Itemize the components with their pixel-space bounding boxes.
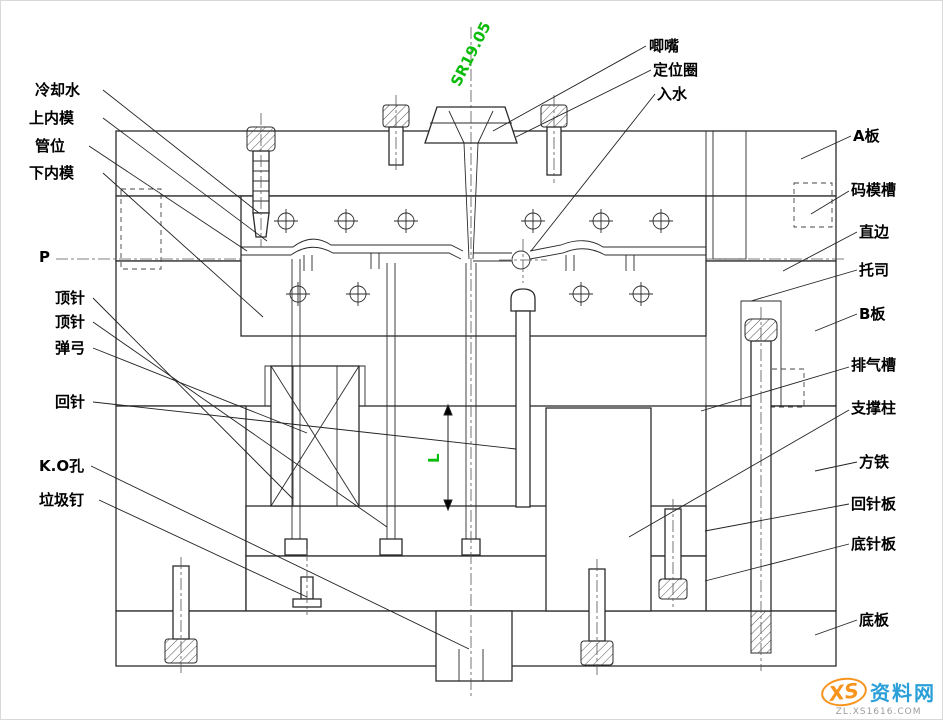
label-locating-ring: 定位圈 [653, 61, 699, 79]
watermark-logo: XS [819, 674, 869, 709]
label-ejector-pin-2: 顶针 [55, 313, 86, 331]
label-a-plate: A板 [853, 127, 880, 145]
return-pin-part [510, 288, 536, 508]
label-upper-insert: 上内模 [29, 109, 75, 127]
cooling-channels [274, 209, 673, 306]
label-stop-pin: 垃圾钉 [39, 491, 85, 509]
watermark-url: ZL.XS1616.COM [835, 707, 922, 717]
label-spring: 弹弓 [55, 339, 86, 357]
label-sprue-bushing: 唧嘴 [649, 37, 680, 55]
annotation-dimension-l: L [425, 453, 443, 463]
label-ejector-pin-1: 顶针 [55, 289, 86, 307]
label-straight-edge: 直边 [859, 223, 890, 241]
label-b-plate: B板 [859, 305, 886, 323]
label-tube-position: 管位 [35, 137, 66, 155]
label-spacer-block: 方铁 [859, 453, 890, 471]
label-support-pillar: 支撑柱 [851, 399, 897, 417]
label-clamp-slot: 码模槽 [851, 181, 897, 199]
label-ko-hole: K.O孔 [39, 457, 85, 475]
label-return-pin-plate: 回针板 [851, 495, 897, 513]
leader-lines [88, 45, 858, 650]
centerlines [56, 27, 844, 696]
watermark-site-name: 资料网 [870, 681, 936, 705]
mold-inserts [240, 195, 707, 337]
label-water-inlet: 入水 [657, 85, 688, 103]
label-vent-groove: 排气槽 [851, 356, 897, 374]
watermark: XS 资料网 ZL.XS1616.COM [819, 674, 936, 717]
label-parting-line-p: P [39, 248, 50, 266]
label-support-bush: 托司 [859, 261, 890, 279]
label-bottom-plate: 底板 [859, 611, 890, 629]
spring-assembly [264, 365, 366, 507]
label-bottom-ejector-plate: 底针板 [851, 535, 897, 553]
label-cooling-water: 冷却水 [35, 81, 81, 99]
label-return-pin: 回针 [55, 393, 86, 411]
label-lower-insert: 下内模 [29, 164, 75, 182]
dimension-l-line [443, 403, 453, 512]
